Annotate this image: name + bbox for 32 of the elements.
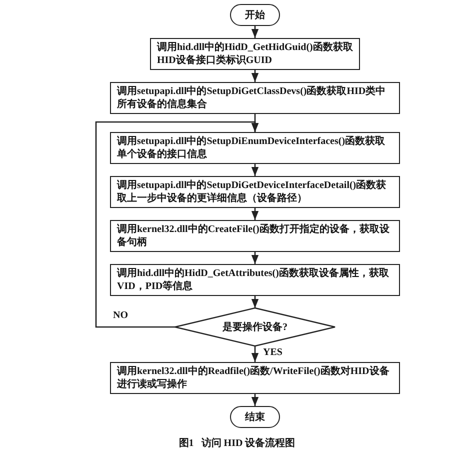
edge-label: NO xyxy=(112,310,129,321)
terminal-box xyxy=(230,4,280,26)
node-text: 调用setupapi.dll中的SetupDiGetDeviceInterfaceDetail()函数获取上一步中设备的更详细信息（设备路径） xyxy=(117,179,388,205)
node-text: 调用hid.dll中的HidD_GetAttributes()函数获取设备属性，获取VID，PID等信息 xyxy=(117,267,390,293)
edge-label: YES xyxy=(262,347,284,358)
arrow xyxy=(251,296,259,308)
terminal-box xyxy=(230,406,280,428)
node-text: 是要操作设备? xyxy=(222,320,288,334)
node-text: 调用setupapi.dll中的SetupDiGetClassDevs()函数获取HID类中所有设备的信息集合 xyxy=(117,85,387,111)
arrow xyxy=(251,208,259,220)
arrow xyxy=(251,252,259,264)
node-text: 结束 xyxy=(245,410,265,424)
arrow xyxy=(251,70,259,82)
arrow xyxy=(251,346,259,362)
node-text: 开始 xyxy=(245,8,265,22)
node-text: 调用setupapi.dll中的SetupDiEnumDeviceInterfaces()函数获取单个设备的接口信息 xyxy=(117,135,386,161)
node-text: 调用kernel32.dll中的Readfile()函数/WriteFile()函数对HID设备进行读或写操作 xyxy=(117,365,390,391)
process-box xyxy=(110,362,400,394)
process-box xyxy=(110,264,400,296)
figure-caption: 图1 访问 HID 设备流程图 xyxy=(178,436,296,450)
process-box xyxy=(110,82,400,114)
arrow xyxy=(251,394,259,406)
node-text: 调用hid.dll中的HidD_GetHidGuid()函数获取HID设备接口类标识GUID xyxy=(157,41,353,67)
process-box xyxy=(150,38,360,70)
decision-diamond xyxy=(175,308,335,346)
arrow xyxy=(251,26,259,38)
node-text: 调用kernel32.dll中的CreateFile()函数打开指定的设备，获取设备句柄 xyxy=(117,223,390,249)
process-box xyxy=(110,176,400,208)
arrow xyxy=(251,164,259,176)
arrow xyxy=(95,121,259,328)
process-box xyxy=(110,220,400,252)
process-box xyxy=(110,132,400,164)
